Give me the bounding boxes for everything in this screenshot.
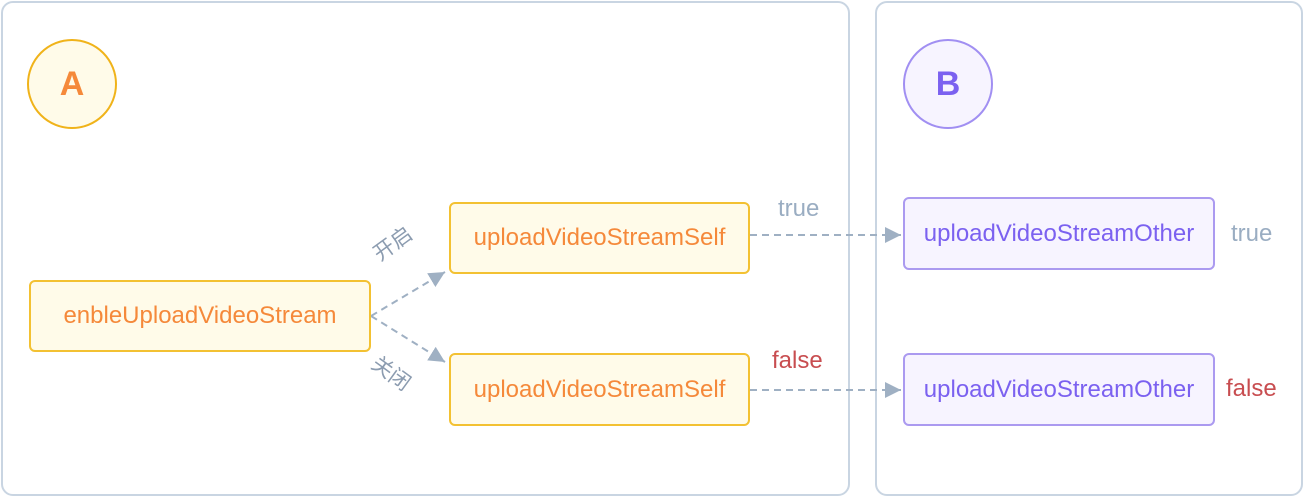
node-enable-upload-video-stream: enbleUploadVideoStream — [29, 280, 371, 352]
badge-b: B — [903, 39, 993, 129]
node-upload-video-stream-other-false: uploadVideoStreamOther — [903, 353, 1215, 426]
edge-open — [370, 271, 446, 317]
edge-label-false-self: false — [772, 347, 823, 374]
edge-label-false-other: false — [1226, 375, 1277, 402]
node-upload-video-stream-self-true: uploadVideoStreamSelf — [449, 202, 750, 274]
edge-label-true-other: true — [1231, 220, 1273, 247]
node-upload-video-stream-other-true: uploadVideoStreamOther — [903, 197, 1215, 270]
edge-label-true-self: true — [778, 195, 820, 222]
badge-a: A — [27, 39, 117, 129]
node-upload-video-stream-self-false: uploadVideoStreamSelf — [449, 353, 750, 426]
edge-close — [370, 315, 446, 363]
